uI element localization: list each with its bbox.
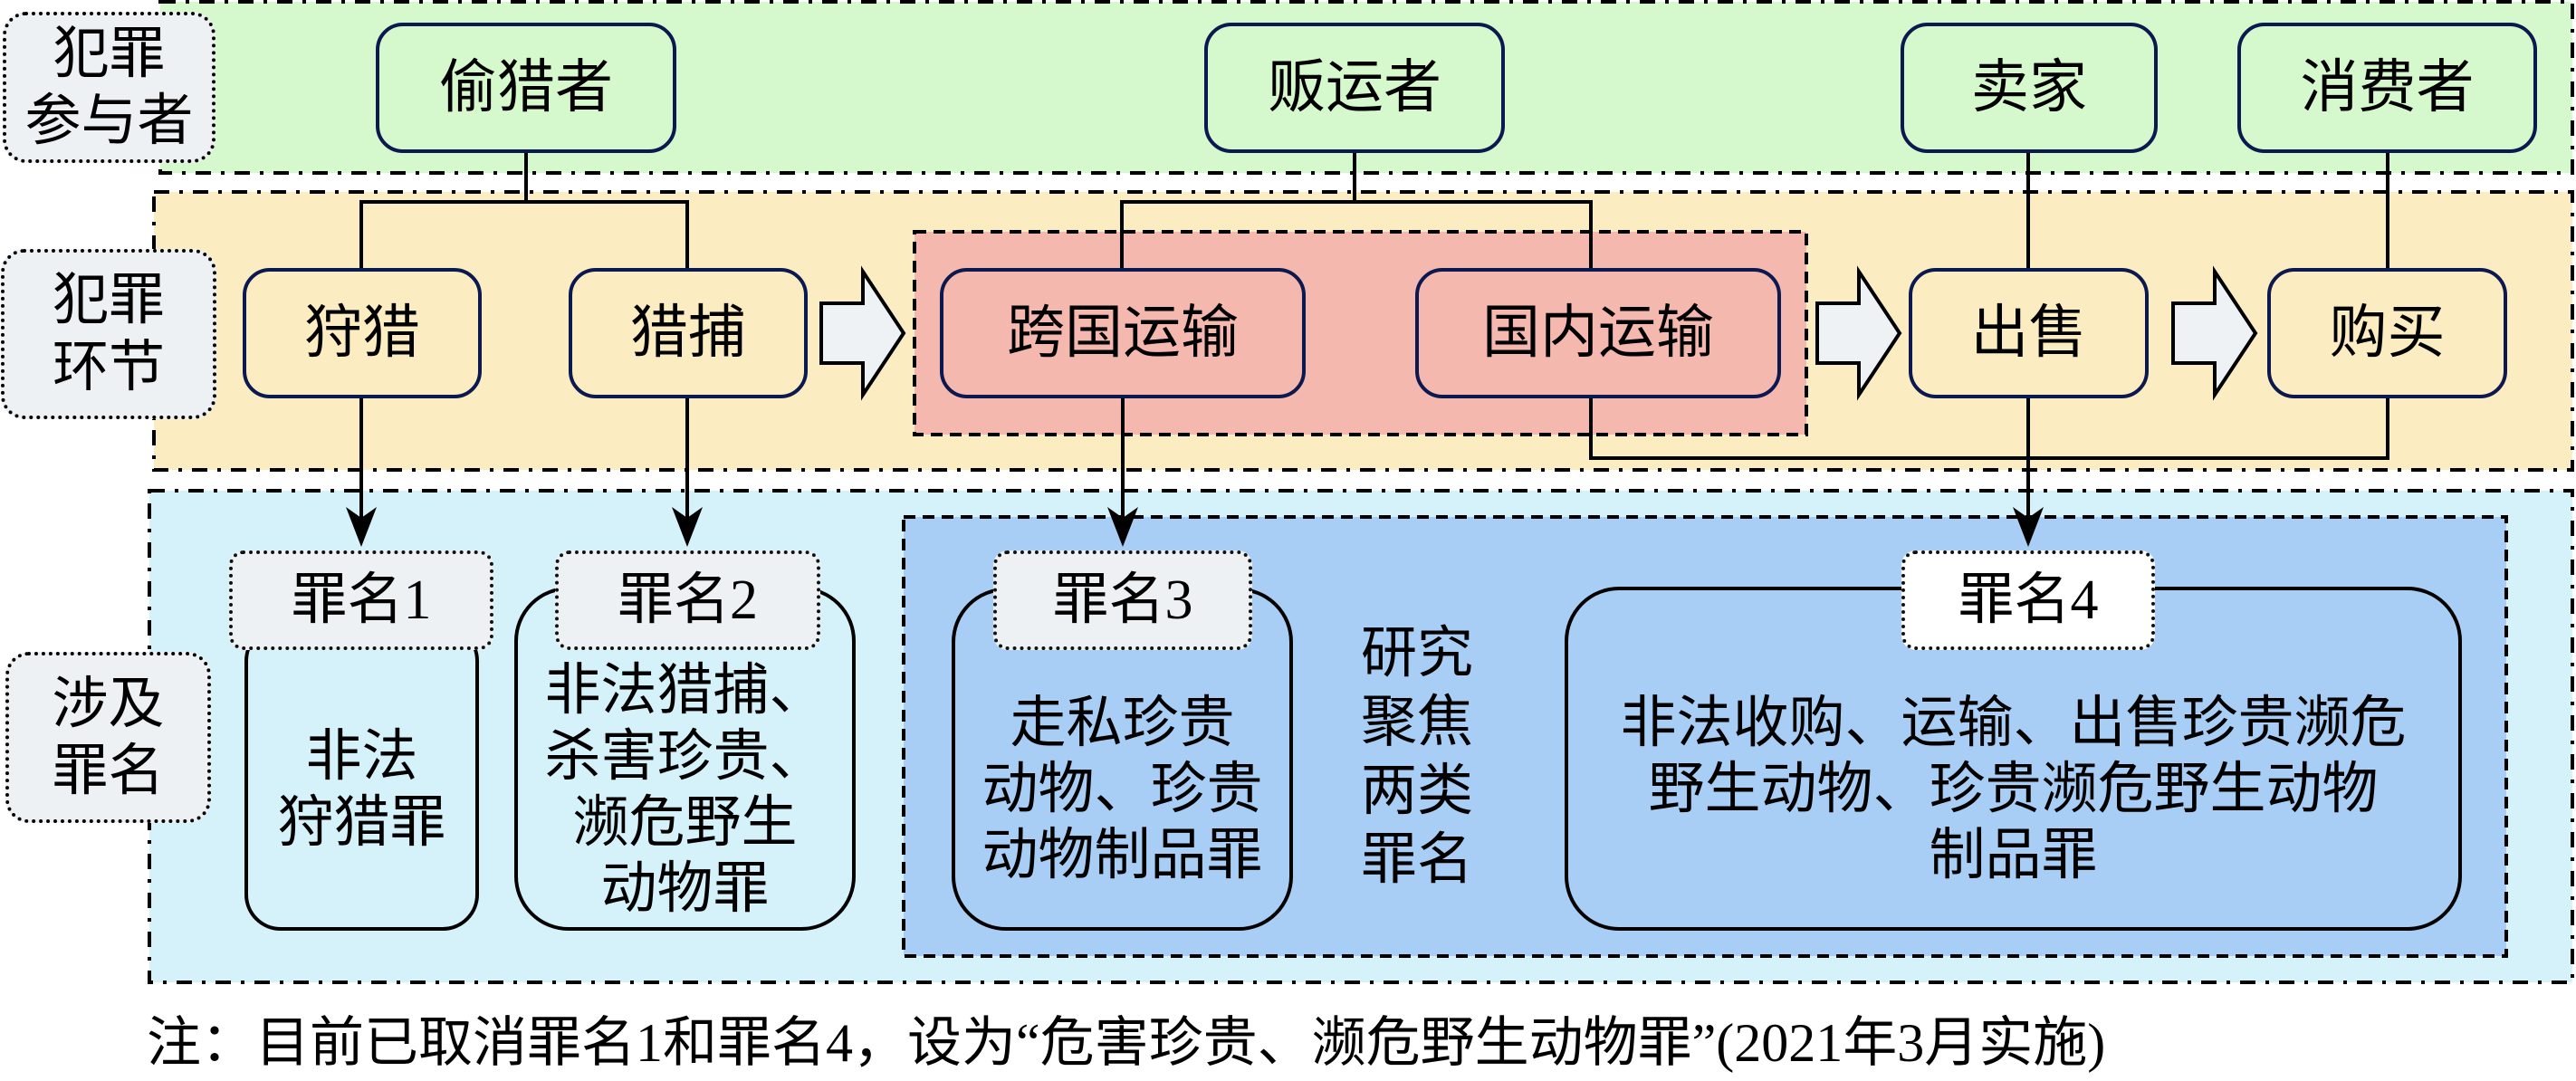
charge-text-line: 非法收购、运输、出售珍贵濒危: [1620, 693, 2407, 754]
arrow-down-icon: [346, 507, 377, 547]
charge-text-line: 制品罪: [1929, 825, 2098, 886]
stage-domestic-transport: 国内运输: [1415, 268, 1781, 398]
charge-text-line: 野生动物、珍贵濒危野生动物: [1648, 759, 2379, 820]
arrow-right-icon: [2171, 265, 2258, 401]
charge-text-line: 杀害珍贵、: [544, 725, 826, 788]
participant-poacher: 偷猎者: [376, 23, 676, 153]
charge-text-line: 走私珍贵: [1010, 693, 1235, 754]
stage-capture: 猎捕: [569, 268, 808, 398]
row-label-line: 犯罪: [52, 270, 165, 331]
row-label-participants: 犯罪 参与者: [3, 12, 215, 163]
charge-1-description: 非法 狩猎罪: [244, 625, 479, 931]
focus-text-line: 聚焦: [1360, 692, 1473, 753]
connector-line: [1589, 396, 2389, 460]
arrow-right-icon: [1815, 265, 1902, 401]
arrow-down-icon: [672, 507, 703, 547]
charge-3-tag: 罪名3: [993, 550, 1252, 650]
stage-cross-border-transport: 跨国运输: [940, 268, 1306, 398]
charge-2-tag: 罪名2: [555, 550, 820, 650]
stage-purchase: 购买: [2267, 268, 2507, 398]
focus-text-line: 罪名: [1360, 829, 1473, 891]
row-label-stages: 犯罪 环节: [1, 249, 216, 419]
participant-seller: 卖家: [1901, 23, 2158, 153]
focus-text-line: 两类: [1360, 761, 1473, 822]
row-label-line: 罪名: [52, 740, 165, 802]
stage-sale: 出售: [1909, 268, 2149, 398]
arrow-down-icon: [2013, 507, 2044, 547]
charge-text-line: 非法: [305, 725, 418, 788]
row-label-line: 环节: [52, 337, 165, 398]
arrow-right-icon: [819, 265, 906, 401]
row-label-line: 参与者: [24, 90, 194, 152]
participant-consumer: 消费者: [2237, 23, 2537, 153]
participant-trafficker: 贩运者: [1204, 23, 1505, 153]
charge-1-tag: 罪名1: [229, 550, 493, 650]
charge-text-line: 动物罪: [600, 857, 770, 920]
charge-text-line: 狩猎罪: [277, 791, 446, 854]
focus-text-line: 研究: [1360, 623, 1473, 684]
arrow-down-icon: [1107, 507, 1138, 547]
charge-4-tag: 罪名4: [1901, 550, 2155, 650]
charge-text-line: 动物制品罪: [982, 825, 1263, 886]
stage-hunting: 狩猎: [243, 268, 482, 398]
row-label-line: 犯罪: [53, 23, 166, 85]
footnote: 注：目前已取消罪名1和罪名4，设为“危害珍贵、濒危野生动物罪”(2021年3月实…: [147, 1013, 2106, 1073]
row-label-line: 涉及: [52, 673, 165, 735]
row-label-charges: 涉及 罪名: [5, 652, 211, 823]
charge-text-line: 濒危野生: [572, 791, 798, 854]
charge-text-line: 非法猎捕、: [544, 659, 826, 722]
research-focus-label: 研究 聚焦 两类 罪名: [1331, 619, 1503, 894]
charge-text-line: 动物、珍贵: [982, 759, 1263, 820]
